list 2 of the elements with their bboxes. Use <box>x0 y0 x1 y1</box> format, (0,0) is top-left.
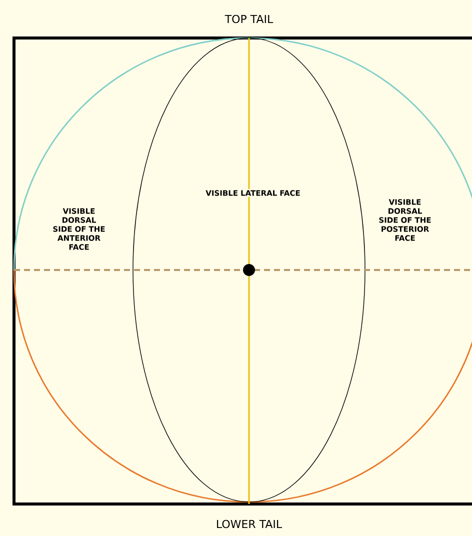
tail-label: TOP TAIL <box>224 14 274 24</box>
tail-label: LOWER TAIL <box>217 520 282 528</box>
